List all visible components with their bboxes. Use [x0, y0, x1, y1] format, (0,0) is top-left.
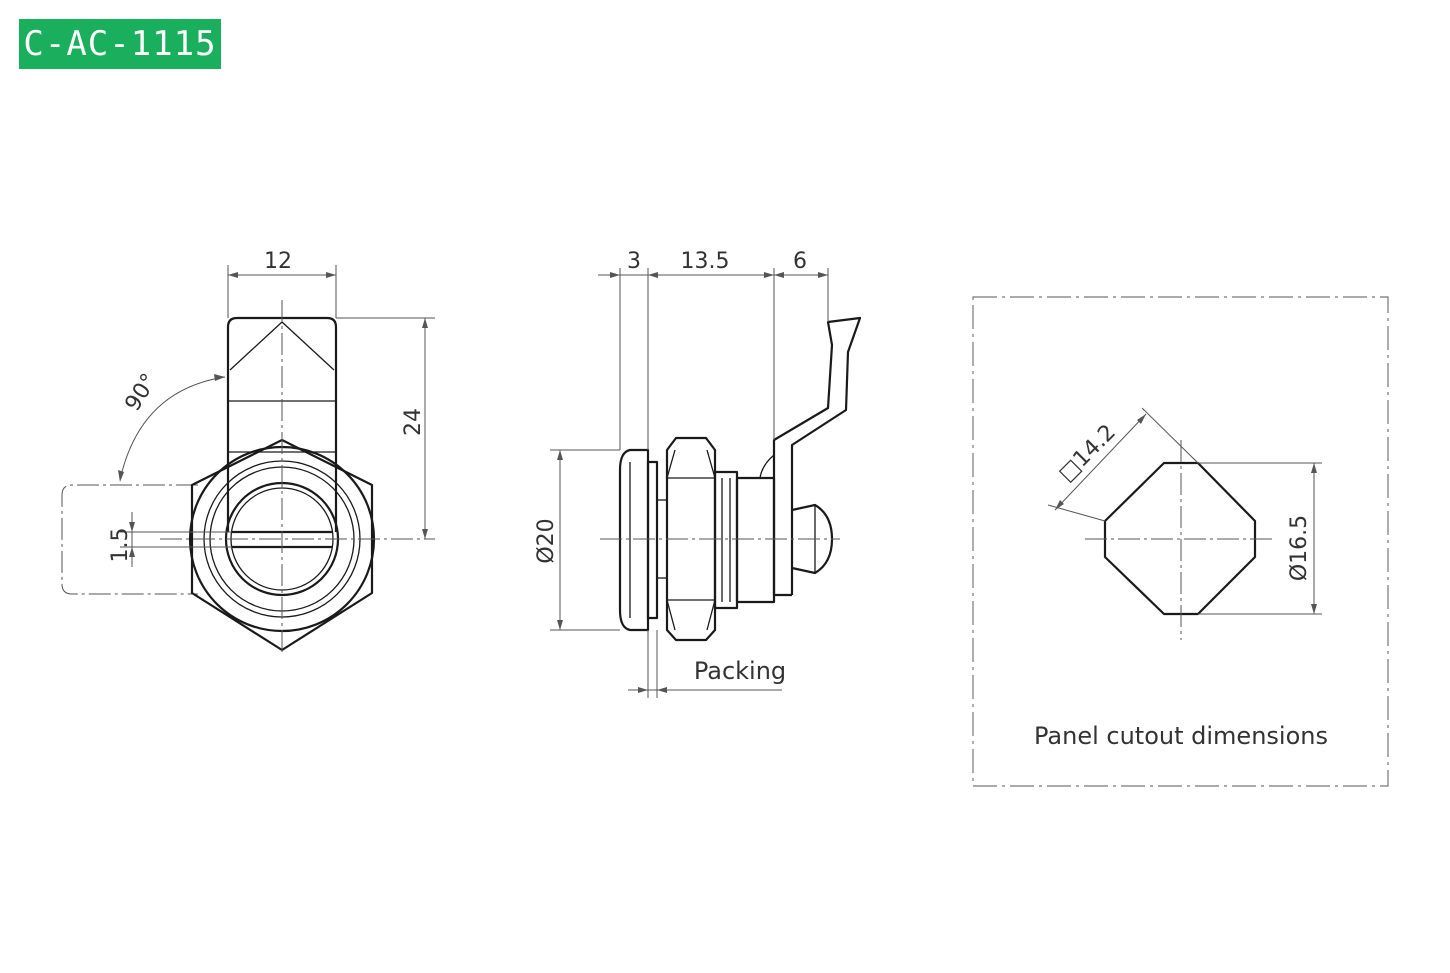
side-view: 3 13.5 6 Ø20 Packing — [534, 249, 862, 698]
packing-label: Packing — [694, 657, 786, 685]
dim-diameter-label: Ø20 — [534, 518, 559, 563]
dim-cutout-diameter-label: Ø16.5 — [1287, 515, 1312, 581]
dim-flange-label: 3 — [627, 249, 641, 274]
cutout-caption: Panel cutout dimensions — [1034, 722, 1328, 750]
panel-cutout-view: □14.2 Ø16.5 Panel cutout dimensions — [972, 296, 1389, 787]
dim-flat-label: □14.2 — [1054, 420, 1121, 487]
dim-height-label: 24 — [401, 408, 426, 436]
front-view: 12 24 90° 1.5 — [61, 249, 435, 655]
dim-width-label: 12 — [264, 249, 292, 274]
dim-body-label: 13.5 — [681, 249, 730, 274]
product-code-badge: C-AC-1115 — [19, 19, 221, 69]
dim-slot-label: 1.5 — [108, 528, 133, 563]
dim-cam-label: 6 — [793, 249, 807, 274]
